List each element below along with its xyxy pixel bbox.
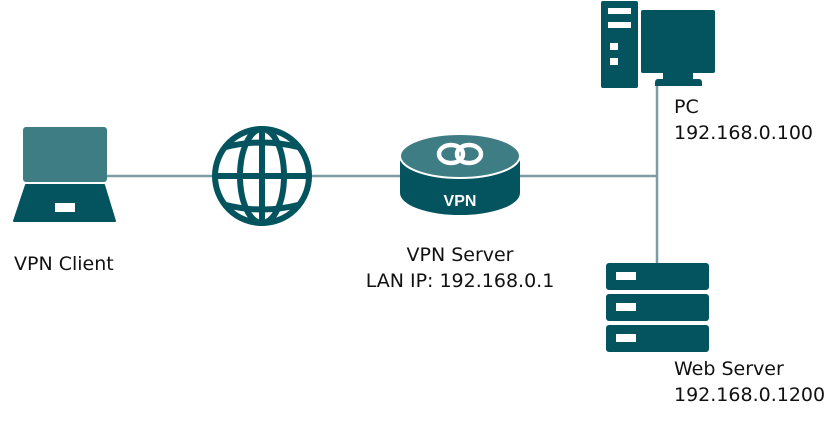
laptop-screen: [23, 127, 107, 182]
desktop-pc-icon[interactable]: [601, 1, 715, 88]
pc-button: [610, 58, 618, 65]
vpn-server-ip: LAN IP: 192.168.0.1: [365, 270, 555, 292]
pc-button: [610, 43, 618, 50]
server-unit-slot: [616, 334, 636, 342]
server-unit: [606, 325, 709, 352]
vpn-badge-text: VPN: [444, 193, 477, 210]
pc-ip: 192.168.0.100: [674, 122, 814, 144]
server-unit: [606, 263, 709, 290]
pc-name: PC: [674, 96, 699, 118]
vpn-server-name: VPN Server: [406, 244, 514, 266]
pc-tower: [601, 1, 638, 88]
server-rack-icon[interactable]: [606, 263, 709, 352]
laptop-icon[interactable]: [13, 127, 116, 222]
web-server-ip: 192.168.0.1200: [674, 384, 826, 406]
pc-monitor-stand: [655, 73, 702, 86]
vpn-client-label: VPN Client: [14, 253, 114, 275]
vpn-server-label: VPN Server LAN IP: 192.168.0.1: [340, 242, 580, 294]
pc-monitor: [641, 10, 715, 73]
connections: [104, 86, 659, 263]
link-chain-icon: [436, 142, 484, 166]
laptop-touchpad: [55, 203, 75, 212]
web-server-name: Web Server: [674, 358, 784, 380]
web-server-label: Web Server 192.168.0.1200: [674, 356, 825, 408]
globe-icon[interactable]: [212, 126, 312, 226]
server-unit-slot: [616, 303, 636, 311]
vpn-router-top: [399, 133, 521, 179]
vpn-router-icon[interactable]: VPN: [399, 133, 521, 215]
pc-drive-slot: [608, 8, 631, 14]
pc-label: PC 192.168.0.100: [674, 94, 813, 146]
pc-drive-slot: [608, 22, 631, 28]
server-unit-slot: [616, 272, 636, 280]
server-unit: [606, 294, 709, 321]
